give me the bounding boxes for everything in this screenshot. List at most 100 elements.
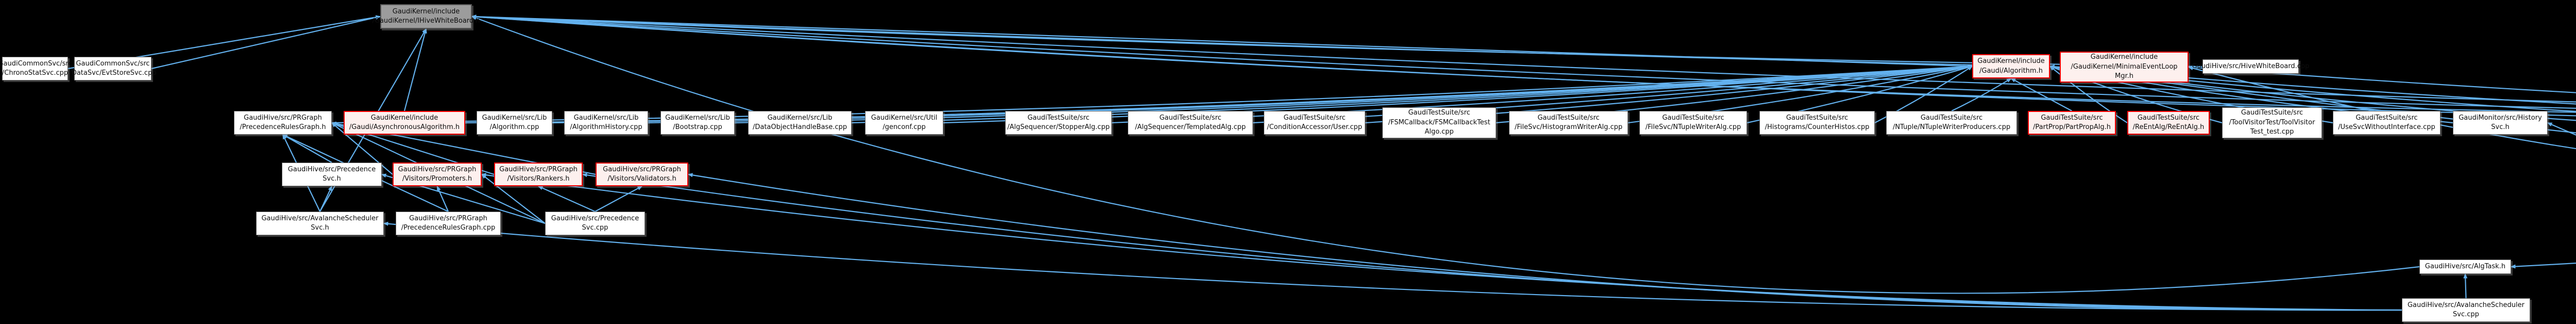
graph-node-label: GaudiCommonSvc/src	[0, 59, 72, 68]
graph-node-algtask[interactable]: GaudiHive/src/AlgTask.h	[2419, 260, 2511, 274]
graph-node-label: /NTuple/NTupleWriterProducers.cpp	[1892, 123, 2011, 131]
include-edge-algtool-to-root	[471, 14, 2576, 109]
graph-node-chrono[interactable]: GaudiCommonSvc/src/ChronoStatSvc.cpp	[0, 57, 72, 80]
graph-node-counterh[interactable]: GaudiTestSuite/src/Histograms/CounterHis…	[1759, 111, 1875, 135]
graph-node-usesvc[interactable]: GaudiTestSuite/src/UseSvcWithoutInterfac…	[2333, 111, 2441, 135]
graph-node-label: /Visitors/Promoters.h	[402, 175, 472, 183]
graph-node-label: GaudiHive/src/PRGraph	[603, 165, 681, 173]
graph-node-gaudi_alg[interactable]: GaudiKernel/include/Gaudi/Algorithm.h	[1972, 54, 2050, 78]
graph-node-label: /AlgSequencer/StopperAlg.cpp	[1007, 123, 1110, 131]
graph-node-partprop[interactable]: GaudiTestSuite/src/PartProp/PartPropAlg.…	[2028, 111, 2116, 135]
graph-node-label: GaudiHive/src/AlgTask.h	[2425, 262, 2506, 270]
include-edge-avalanche_h-to-precsvc_h	[319, 185, 332, 212]
graph-node-label: GaudiKernel/include	[2090, 53, 2158, 61]
graph-node-rankers[interactable]: GaudiHive/src/PRGraph/Visitors/Rankers.h	[494, 163, 583, 186]
graph-node-label: /AlgSequencer/TemplatedAlg.cpp	[1134, 123, 1246, 131]
include-edge-minimal-to-root	[471, 14, 2060, 68]
graph-node-label: GaudiTestSuite/src	[1027, 114, 1090, 122]
graph-node-label: GaudiTestSuite/src	[1662, 114, 1724, 122]
include-edge-precsvc_cpp-to-promoters	[481, 174, 546, 224]
graph-node-label: /FSMCallback/FSMCallbackTest	[1388, 118, 1490, 126]
graph-node-asyncalg[interactable]: GaudiKernel/include/Gaudi/AsynchronousAl…	[344, 111, 465, 135]
graph-node-label: GaudiHive/src/PRGraph	[409, 214, 487, 222]
graph-node-label: GaudiTestSuite/src	[2137, 114, 2200, 122]
include-edge-partprop-to-gaudi_alg	[2010, 78, 2073, 111]
graph-node-label: GaudiKernel/src/Lib	[482, 114, 547, 122]
graph-node-label: /FileSvc/HistogramWriterAlg.cpp	[1514, 123, 1623, 131]
graph-node-label: Test_test.cpp	[2250, 128, 2294, 136]
graph-node-label: GaudiTestSuite/src	[1159, 114, 1222, 122]
graph-node-bootstrap[interactable]: GaudiKernel/src/Lib/Bootstrap.cpp	[660, 111, 735, 135]
graph-node-label: GaudiKernel/include	[392, 7, 460, 15]
graph-node-templated[interactable]: GaudiTestSuite/src/AlgSequencer/Template…	[1128, 111, 1253, 135]
include-edge-asyncalg-to-root	[403, 28, 427, 111]
graph-node-label: /Algorithm.cpp	[489, 123, 539, 131]
graph-node-label: /Gaudi/AsynchronousAlgorithm.h	[349, 123, 460, 131]
graph-node-minimal[interactable]: GaudiKernel/include/GaudiKernel/MinimalE…	[2060, 52, 2189, 83]
include-edge-hiveslim_h-to-minimal	[2188, 65, 2576, 93]
graph-node-label: /ToolVisitorTest/ToolVisitor	[2229, 118, 2315, 126]
graph-node-label: GaudiKernel/src/Lib	[665, 114, 730, 122]
graph-node-stopper[interactable]: GaudiTestSuite/src/AlgSequencer/StopperA…	[1005, 111, 1112, 135]
graph-node-label: GaudiHive/src/AvalancheScheduler	[2407, 301, 2525, 309]
graph-node-label: GaudiKernel/src/Util	[871, 114, 938, 122]
graph-node-label: /PartProp/PartPropAlg.h	[2033, 123, 2111, 131]
include-edge-databroker-to-root	[471, 14, 2576, 113]
graph-node-evtstore[interactable]: GaudiCommonSvc/src/DataSvc/EvtStoreSvc.c…	[69, 57, 157, 80]
graph-node-label: GaudiTestSuite/src	[2041, 114, 2103, 122]
graph-node-label: /PrecedenceRulesGraph.h	[240, 123, 326, 131]
graph-node-label: GaudiHive/src/PRGraph	[244, 114, 322, 122]
graph-node-label: GaudiTestSuite/src	[1786, 114, 1849, 122]
graph-node-label: GaudiTestSuite/src	[1920, 114, 1983, 122]
include-edge-hiveslim_cpp-to-algtask	[2510, 262, 2576, 269]
graph-node-root[interactable]: GaudiKernel/include/GaudiKernel/IHiveWhi…	[372, 4, 480, 29]
graph-node-label: /DataSvc/EvtStoreSvc.cpp	[69, 69, 157, 77]
graph-node-label: GaudiHive/src/Precedence	[287, 165, 376, 173]
graph-node-user[interactable]: GaudiTestSuite/src/ConditionAccessor/Use…	[1264, 111, 1365, 135]
include-edge-precsvc_cpp-to-validators	[595, 186, 643, 212]
graph-node-label: GaudiKernel/include	[1977, 57, 2045, 66]
graph-node-label: Svc.h	[323, 175, 341, 183]
include-edge-reentalg-to-gaudi_alg	[2049, 66, 2128, 123]
graph-node-fsmcb[interactable]: GaudiTestSuite/src/FSMCallback/FSMCallba…	[1382, 107, 1496, 138]
graph-node-hwb_cpp[interactable]: GaudiHive/src/HiveWhiteBoard.cpp	[2192, 59, 2309, 74]
include-edge-hiveslim_h-to-root	[471, 14, 2576, 103]
graph-node-label: /ReEntAlg/ReEntAlg.h	[2132, 123, 2205, 131]
include-edge-avalanche_cpp-to-avalanche_h	[383, 221, 2402, 311]
graph-node-label: /FileSvc/NTupleWriterAlg.cpp	[1645, 123, 1741, 131]
include-edge-evtstore-to-root	[151, 15, 381, 70]
include-edge-avalanche_cpp-to-algtask	[2463, 273, 2468, 299]
include-edge-ntproducers-to-gaudi_alg	[1951, 78, 2012, 111]
graph-node-label: GaudiHive/src/PRGraph	[499, 165, 578, 173]
graph-node-alg_cpp[interactable]: GaudiKernel/src/Lib/Algorithm.cpp	[477, 111, 552, 135]
graph-node-label: GaudiMonitor/src/History	[2459, 114, 2542, 122]
graph-node-alghist[interactable]: GaudiKernel/src/Lib/AlgorithmHistory.cpp	[564, 111, 648, 135]
graph-node-ntwriter[interactable]: GaudiTestSuite/src/FileSvc/NTupleWriterA…	[1639, 111, 1747, 135]
graph-node-label: /UseSvcWithoutInterface.cpp	[2338, 123, 2435, 131]
graph-node-prgraph_h[interactable]: GaudiHive/src/PRGraph/PrecedenceRulesGra…	[234, 111, 332, 135]
include-edge-incidentproc-to-gaudi_alg	[2049, 64, 2576, 105]
graph-node-label: GaudiTestSuite/src	[2355, 114, 2418, 122]
graph-node-reentalg[interactable]: GaudiTestSuite/src/ReEntAlg/ReEntAlg.h	[2127, 111, 2210, 135]
graph-node-histwriter[interactable]: GaudiTestSuite/src/FileSvc/HistogramWrit…	[1509, 111, 1628, 135]
graph-node-label: GaudiTestSuite/src	[1283, 114, 1346, 122]
graph-node-label: GaudiHive/src/Precedence	[551, 214, 639, 222]
graph-node-dobase[interactable]: GaudiKernel/src/Lib/DataObjectHandleBase…	[748, 111, 852, 135]
graph-node-promoters[interactable]: GaudiHive/src/PRGraph/Visitors/Promoters…	[393, 163, 482, 186]
graph-node-label: /Bootstrap.cpp	[673, 123, 722, 131]
graph-node-ntproducers[interactable]: GaudiTestSuite/src/NTuple/NTupleWriterPr…	[1886, 111, 2017, 135]
graph-node-label: /GaudiKernel/MinimalEventLoop	[2071, 62, 2178, 71]
graph-node-prgraph_cpp[interactable]: GaudiHive/src/PRGraph/PrecedenceRulesGra…	[396, 212, 501, 235]
graph-node-validators[interactable]: GaudiHive/src/PRGraph/Visitors/Validator…	[596, 163, 688, 186]
graph-node-toolvisitor[interactable]: GaudiTestSuite/src/ToolVisitorTest/ToolV…	[2222, 107, 2322, 138]
include-edge-precsvc_cpp-to-rankers	[537, 185, 596, 213]
include-edge-hwb_cpp-to-root	[471, 14, 2203, 68]
graph-node-genconf[interactable]: GaudiKernel/src/Util/genconf.cpp	[865, 111, 943, 135]
